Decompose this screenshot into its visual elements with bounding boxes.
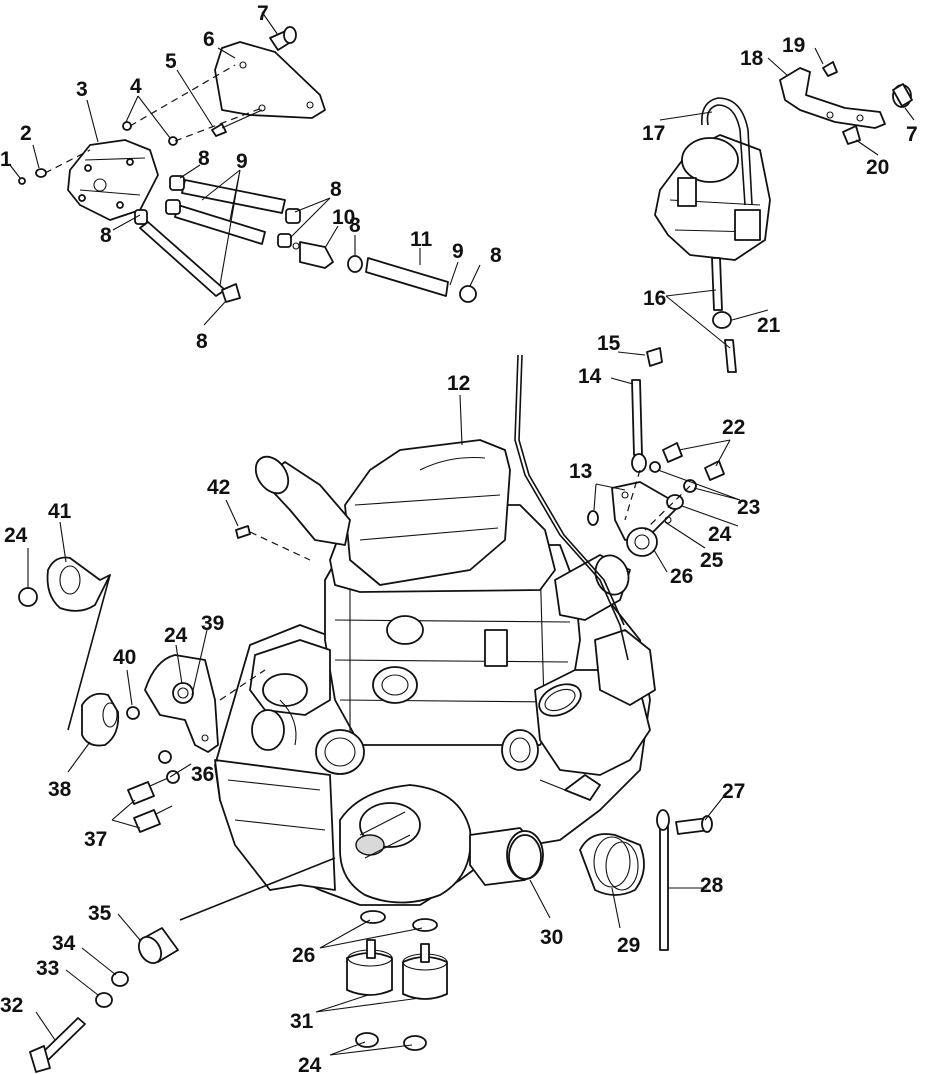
- callout-24-bottom: 24: [298, 1054, 322, 1074]
- callout-26-right: 26: [670, 565, 693, 588]
- callout-36: 36: [191, 763, 214, 786]
- fuel-pump-group: [18, 26, 477, 303]
- callout-33: 33: [36, 957, 59, 980]
- callout-3: 3: [76, 78, 88, 101]
- right-mount-group: [587, 347, 725, 557]
- callout-39: 39: [201, 612, 224, 635]
- callout-11: 11: [410, 228, 433, 251]
- callout-40: 40: [113, 646, 136, 669]
- callout-32: 32: [0, 994, 23, 1017]
- callout-4: 4: [130, 75, 142, 98]
- intake-boot: [579, 833, 645, 896]
- callout-10: 10: [332, 206, 355, 229]
- callout-16: 16: [643, 287, 666, 310]
- callout-17: 17: [642, 122, 665, 145]
- fuel-line-middle: [174, 204, 266, 245]
- callout-12: 12: [447, 372, 470, 395]
- callout-22: 22: [722, 416, 745, 439]
- callout-35: 35: [88, 902, 112, 925]
- rubber-mount: [81, 692, 120, 747]
- engine-assembly: [214, 354, 656, 906]
- callout-7-right: 7: [906, 123, 918, 146]
- heat-shield: [46, 556, 111, 612]
- callout-5: 5: [165, 50, 177, 73]
- callout-15: 15: [597, 332, 621, 355]
- fuel-hose: [365, 257, 449, 297]
- vent-tube: [706, 104, 746, 206]
- callout-8-a: 8: [198, 147, 210, 170]
- callout-24-mid: 24: [164, 624, 188, 647]
- fuel-pump: [67, 139, 159, 221]
- callout-8-f: 8: [196, 330, 208, 353]
- dipstick-tube: [514, 354, 629, 661]
- callout-9-a: 9: [236, 150, 248, 173]
- carburetor-group: [654, 61, 913, 373]
- callout-34: 34: [52, 932, 76, 955]
- callout-8-c: 8: [100, 224, 112, 247]
- callout-41: 41: [48, 500, 72, 523]
- throttle-bracket: [779, 67, 886, 129]
- callout-21: 21: [757, 314, 781, 337]
- callout-28: 28: [700, 874, 724, 897]
- rubber-mount-left: [346, 952, 393, 996]
- callout-19: 19: [782, 34, 805, 57]
- callout-37: 37: [84, 828, 107, 851]
- callout-6: 6: [203, 28, 215, 51]
- callout-42: 42: [207, 476, 230, 499]
- callout-20: 20: [866, 156, 889, 179]
- support-rod: [631, 379, 643, 456]
- callout-8-b: 8: [330, 178, 342, 201]
- callout-9-b: 9: [452, 240, 464, 263]
- callout-18: 18: [740, 47, 764, 70]
- callout-2: 2: [20, 122, 32, 145]
- callout-27: 27: [722, 780, 745, 803]
- callout-29: 29: [617, 934, 640, 957]
- callout-30: 30: [540, 926, 563, 949]
- dipstick: [659, 824, 669, 951]
- callout-8-d: 8: [349, 214, 361, 237]
- fuel-filter: [299, 241, 334, 269]
- callout-23: 23: [737, 496, 760, 519]
- left-mount-group: [18, 525, 311, 833]
- callout-24-left: 24: [4, 524, 28, 547]
- callout-31: 31: [290, 1010, 314, 1033]
- callout-8-e: 8: [490, 244, 502, 267]
- rubber-mount-right: [402, 956, 448, 1000]
- callout-38: 38: [48, 778, 72, 801]
- mounting-bracket: [214, 41, 326, 119]
- callout-25: 25: [700, 549, 724, 572]
- fuel-line-lower: [139, 221, 226, 297]
- valve-cover: [344, 439, 511, 586]
- callout-7-top: 7: [257, 2, 269, 25]
- callout-24-right: 24: [708, 523, 732, 546]
- oil-reservoir: [214, 759, 336, 891]
- callout-14: 14: [578, 365, 602, 388]
- callout-13: 13: [569, 460, 592, 483]
- leader-lines: [9, 11, 915, 1056]
- lower-parts-group: [29, 809, 713, 1073]
- callout-1: 1: [0, 148, 12, 171]
- callout-26-bottom: 26: [292, 944, 315, 967]
